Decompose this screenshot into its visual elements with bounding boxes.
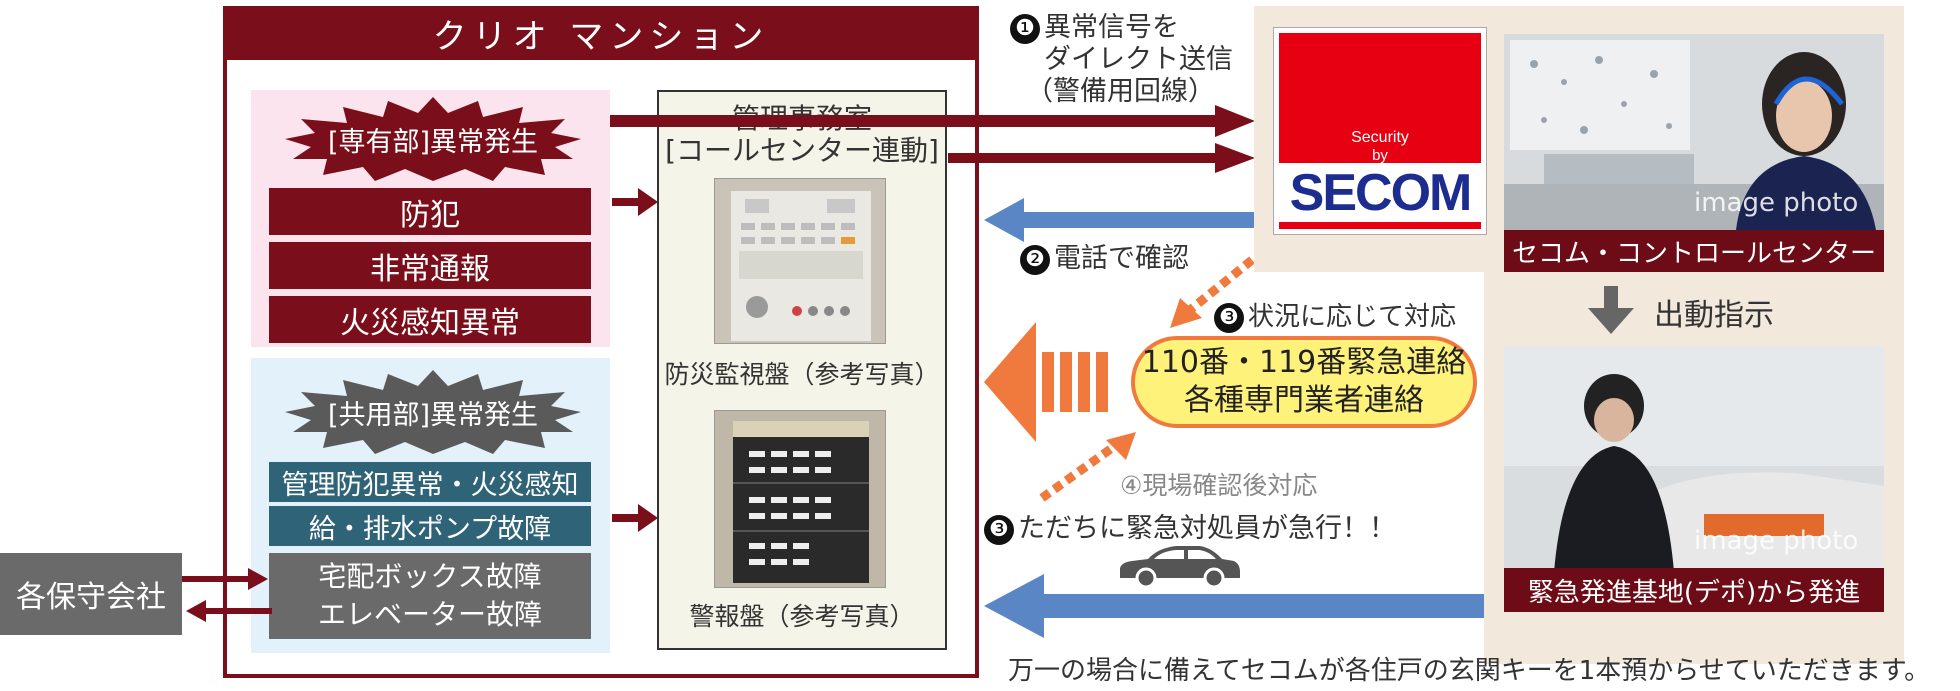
- depot-caption: 緊急発進基地(デポ)から発進: [1504, 568, 1884, 612]
- disaster-monitor-photo: [714, 178, 886, 344]
- step1-line1: 異常信号を: [1044, 12, 1179, 43]
- car-icon: [1120, 546, 1240, 588]
- emergency-line1: 110番・119番緊急連絡: [1141, 345, 1467, 380]
- step2-number: ❷: [1020, 244, 1050, 275]
- signal-arrows-to-secom: [610, 105, 1255, 173]
- private-item-crime: 防犯: [269, 188, 591, 235]
- private-burst-label: [専有部]異常発生: [327, 126, 539, 158]
- common-item-elevator: エレベーター故障: [317, 598, 542, 631]
- alarm-panel-photo: [714, 410, 886, 588]
- dispatch-down-arrow: [1588, 286, 1634, 334]
- common-gray-items: 宅配ボックス故障 エレベーター故障: [269, 553, 591, 639]
- emergency-contact-bubble: 110番・119番緊急連絡 各種専門業者連絡: [1131, 336, 1477, 428]
- step3a-label: 状況に応じて対応: [1248, 302, 1457, 332]
- step4-label: ④現場確認後対応: [1120, 471, 1318, 500]
- arrows-maintenance-exchange: [182, 568, 272, 622]
- control-center-photo: [1504, 34, 1884, 230]
- step1-line3: （警備用回線）: [1026, 76, 1215, 107]
- dashed-arrow-situation: [1170, 256, 1255, 328]
- step3b-label: ただちに緊急対処員が急行！！: [1018, 513, 1396, 544]
- mansion-title: クリオ マンション: [223, 6, 979, 60]
- step2-label: 電話で確認: [1054, 243, 1189, 274]
- control-center-image-tag: image photo: [1694, 188, 1859, 218]
- control-center-caption: セコム・コントロールセンター: [1504, 230, 1884, 272]
- secom-logo-by: by: [1372, 146, 1388, 164]
- alarm-panel-caption: 警報盤（参考写真）: [689, 602, 915, 631]
- arrow-private-to-office: [612, 188, 658, 216]
- footnote: 万一の場合に備えてセコムが各住戸の玄関キーを1本預からせていただきます。: [1008, 656, 1931, 686]
- step1-line2: ダイレクト送信: [1044, 44, 1233, 75]
- common-item-delivery-box: 宅配ボックス故障: [318, 560, 542, 593]
- private-item-fire-alarm: 火災感知異常: [269, 296, 591, 343]
- secom-logo-security: Security: [1351, 129, 1409, 146]
- common-item-security-fire: 管理防犯異常・火災感知: [269, 462, 591, 502]
- dashed-arrow-onsite: [1039, 432, 1136, 502]
- common-burst-label: [共用部]異常発生: [327, 399, 539, 431]
- secom-logo-underline: [1279, 222, 1481, 229]
- office-subtitle: [コールセンター連動]: [665, 134, 939, 167]
- depot-image-tag: image photo: [1694, 526, 1859, 556]
- step1-number: ❶: [1010, 13, 1040, 44]
- emergency-line2: 各種専門業者連絡: [1184, 383, 1424, 418]
- step3b-number: ❸: [984, 514, 1014, 545]
- arrow-phone-confirm: [984, 198, 1256, 242]
- step3a-number: ❸: [1214, 302, 1244, 333]
- arrow-common-to-office: [612, 504, 658, 532]
- private-burst-icon: [285, 97, 581, 181]
- common-item-pump: 給・排水ポンプ故障: [269, 506, 591, 546]
- dispatch-label: 出動指示: [1654, 298, 1774, 333]
- private-item-emergency-call: 非常通報: [269, 242, 591, 289]
- secom-logo-red: [1279, 33, 1481, 163]
- disaster-monitor-caption: 防災監視盤（参考写真）: [664, 360, 940, 389]
- orange-striped-arrow: [984, 322, 1108, 442]
- arrow-dispatch-to-site: [984, 574, 1484, 638]
- common-burst-icon: [285, 370, 581, 454]
- depot-photo: [1504, 346, 1884, 572]
- maintenance-company-box: 各保守会社: [0, 553, 182, 635]
- secom-logo-brand: SECOM: [1289, 164, 1473, 222]
